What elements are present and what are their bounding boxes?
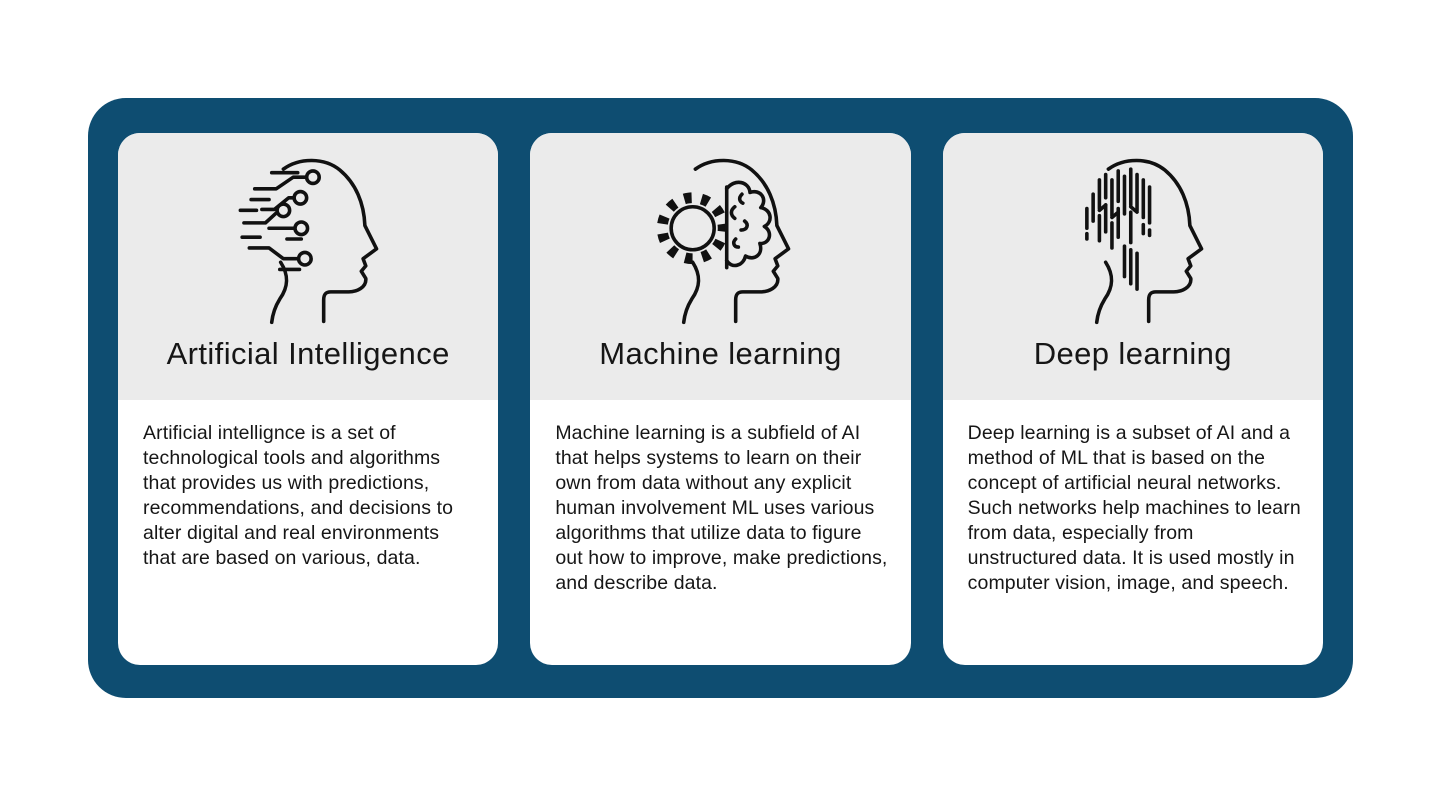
card-header: Artificial Intelligence — [118, 133, 499, 400]
card-header: Deep learning — [942, 133, 1323, 400]
card-title: Machine learning — [599, 336, 842, 371]
card-machine-learning: Machine learning Machine learning is a s… — [530, 133, 911, 665]
card-artificial-intelligence: Artificial Intelligence Artificial intel… — [118, 133, 499, 665]
card-description: Machine learning is a subfield of AI tha… — [555, 422, 888, 594]
circuit-brain-head-icon — [1052, 151, 1214, 326]
card-description: Deep learning is a subset of AI and a me… — [967, 422, 1301, 594]
card-title: Artificial Intelligence — [166, 336, 450, 371]
card-deep-learning: Deep learning Deep learning is a subset … — [942, 133, 1323, 665]
card-title: Deep learning — [1033, 336, 1232, 371]
ai-overview-panel: Artificial Intelligence Artificial intel… — [88, 98, 1353, 698]
card-description: Artificial intellignce is a set of techn… — [143, 422, 454, 569]
card-header: Machine learning — [530, 133, 911, 400]
ai-circuit-head-icon — [227, 151, 389, 326]
gear-brain-head-icon — [639, 151, 801, 326]
